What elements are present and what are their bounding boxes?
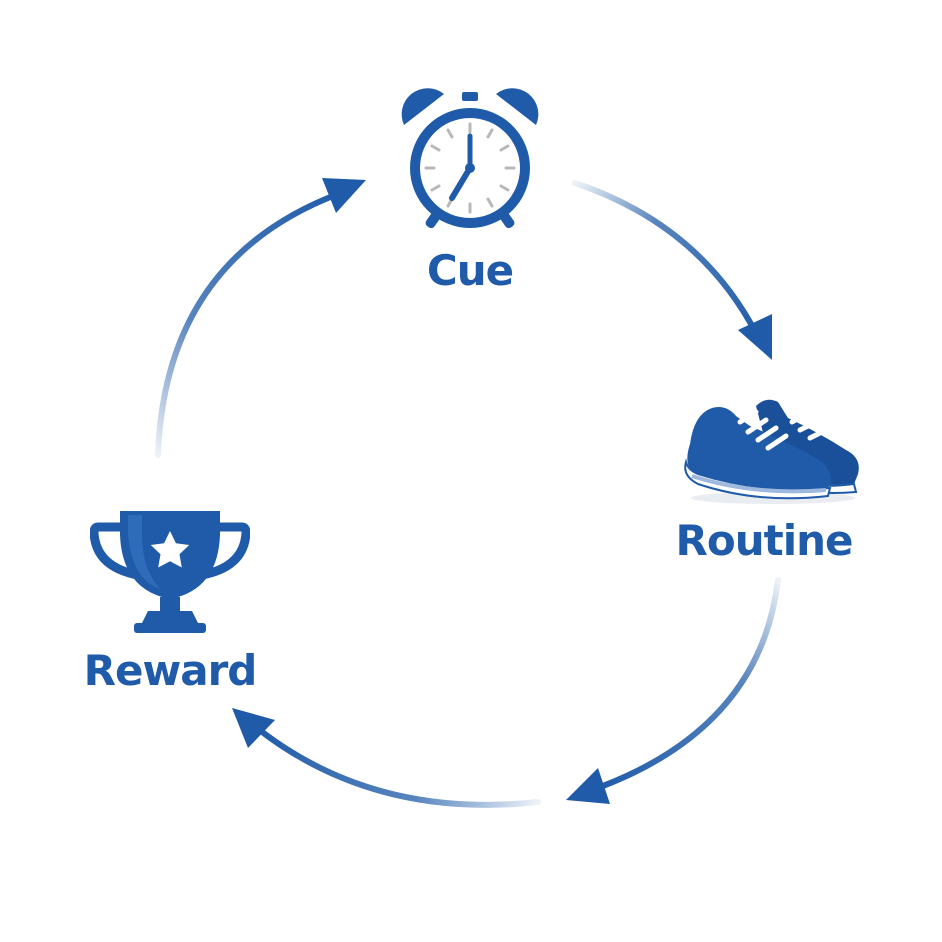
star-icon	[150, 531, 190, 568]
arrowhead-routine-to-reward	[566, 768, 610, 804]
arrow-routine-to-reward	[589, 577, 781, 793]
arrow-reward-bottom-segment	[249, 721, 541, 808]
sneakers-icon	[684, 399, 859, 504]
arrowhead-into-reward	[232, 708, 275, 748]
routine-label: Routine	[675, 516, 854, 565]
arrowhead-cue-to-routine	[738, 314, 772, 360]
alarm-clock-icon	[401, 88, 539, 229]
arrowhead-reward-to-cue	[322, 178, 366, 213]
trophy-icon	[90, 511, 250, 633]
arrow-cue-to-routine	[572, 180, 760, 338]
cue-label: Cue	[426, 246, 514, 295]
reward-label: Reward	[83, 646, 258, 695]
arrow-reward-to-cue	[155, 191, 341, 458]
